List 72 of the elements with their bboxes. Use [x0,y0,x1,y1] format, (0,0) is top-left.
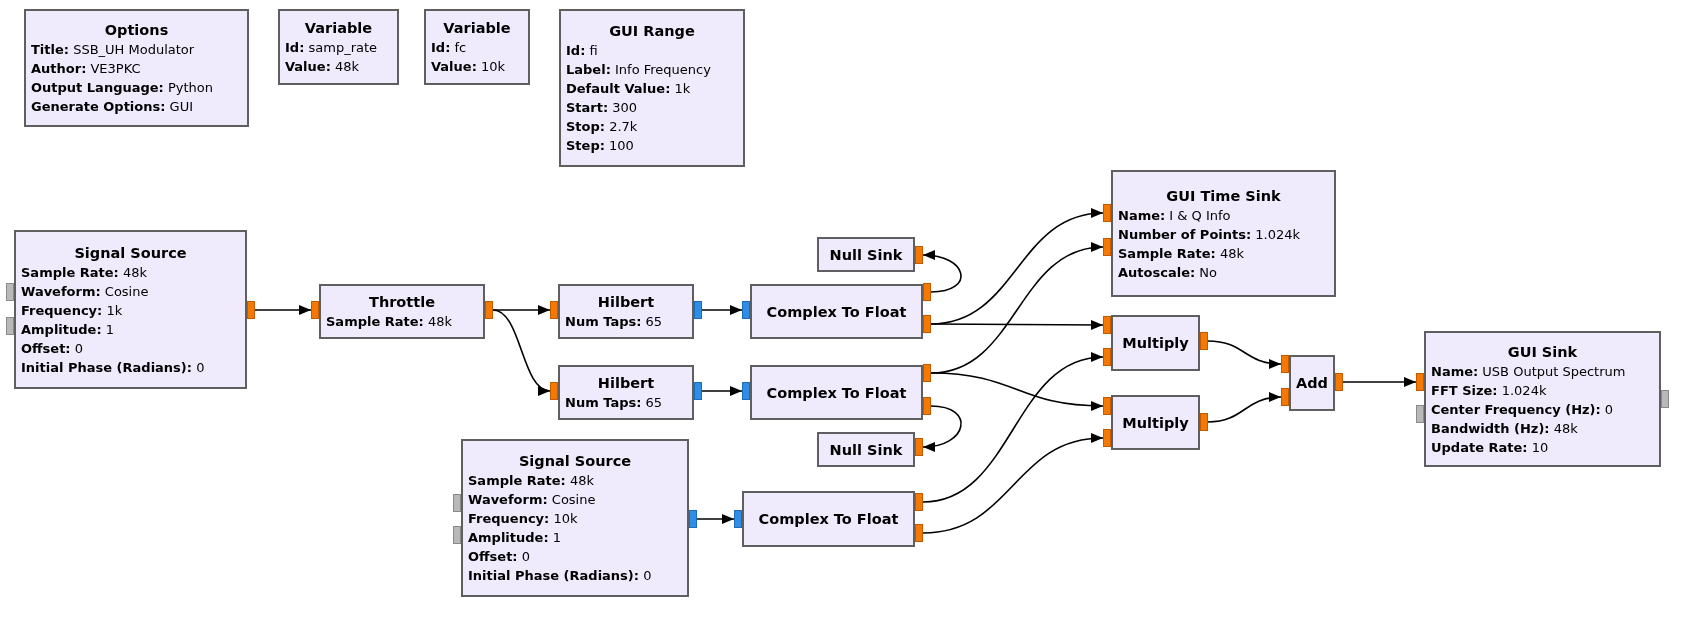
block-title: Null Sink [829,245,903,265]
parameter-text: Id: fc [431,39,468,57]
parameter-text: Default Value: 1k [566,80,692,98]
parameter-text: Update Rate: 10 [1431,438,1550,457]
parameter-text: Initial Phase (Radians): 0 [21,358,206,377]
parameter-text: Label: Info Frequency [566,61,712,79]
connector-arrow [922,250,962,293]
connector-arrow [492,305,551,315]
parameter-text: Name: USB Output Spectrum [1431,362,1627,381]
parameter-text: Value: 10k [431,58,507,76]
block-title: Complex To Float [758,510,899,529]
parameter-text: Center Frequency (Hz): 0 [1431,400,1615,419]
connector-arrow [1207,340,1282,369]
block-title: Multiply [1122,413,1189,433]
parameter-text: Amplitude: 1 [21,320,116,339]
connector-arrow [922,434,1104,534]
parameter-text: Author: VE3PKC [31,60,142,78]
block-title: GUI Sink [1507,342,1578,362]
block-title: GUI Time Sink [1166,186,1281,206]
block-title: GUI Range [609,22,695,41]
parameter-text: Id: fi [566,42,599,60]
parameter-text: Autoscale: No [1118,263,1218,282]
parameter-text: Output Language: Python [31,79,214,97]
parameter-text: Name: I & Q Info [1118,206,1232,225]
parameter-text: Bandwidth (Hz): 48k [1431,419,1579,438]
parameter-text: Offset: 0 [468,548,531,566]
parameter-text: Sample Rate: 48k [468,472,595,490]
block-title: Complex To Float [766,383,907,403]
parameter-text: Frequency: 1k [21,301,124,320]
connector-arrow [492,309,551,394]
parameter-text: Start: 300 [566,99,639,117]
block-title: Variable [443,19,511,38]
parameter-text: Generate Options: GUI [31,98,194,116]
parameter-text: Num Taps: 65 [565,313,664,331]
parameter-text: Sample Rate: 48k [326,313,453,331]
parameter-text: Title: SSB_UH Modulator [31,41,196,59]
block-title: Multiply [1122,334,1189,353]
connector-arrow [254,305,312,315]
parameter-text: Number of Points: 1.024k [1118,225,1302,244]
block-title: Complex To Float [766,302,907,322]
connector-arrow [930,372,1104,411]
parameter-text: Waveform: Cosine [21,282,150,301]
connector-arrow [701,386,743,396]
parameter-text: Stop: 2.7k [566,118,639,136]
connector-arrow [922,405,962,452]
parameter-text: Initial Phase (Radians): 0 [468,567,653,585]
parameter-text: Sample Rate: 48k [21,263,148,282]
parameter-text: FFT Size: 1.024k [1431,381,1548,400]
parameter-text: Frequency: 10k [468,510,579,528]
parameter-text: Value: 48k [285,58,361,76]
connector-arrow [930,320,1104,330]
connector-arrow [701,305,743,315]
connector-arrow [1207,392,1282,423]
parameter-text: Offset: 0 [21,339,84,358]
connector-arrow [922,353,1104,503]
parameter-text: Waveform: Cosine [468,491,597,509]
connector-arrow [1342,377,1417,387]
block-title: Signal Source [518,452,632,471]
parameter-text: Num Taps: 65 [565,394,664,412]
block-title: Hilbert [597,293,655,312]
block-title: Null Sink [829,440,903,460]
block-title: Options [104,21,169,40]
parameter-text: Sample Rate: 48k [1118,244,1245,263]
parameter-text: Amplitude: 1 [468,529,563,547]
block-title: Variable [304,19,373,38]
parameter-text: Id: samp_rate [285,39,379,57]
parameter-text: Step: 100 [566,137,635,155]
block-title: Hilbert [597,374,655,393]
block-title: Throttle [369,293,435,312]
block-title: Add [1296,374,1328,393]
connector-arrow [696,514,735,524]
block-title: Signal Source [74,243,187,263]
